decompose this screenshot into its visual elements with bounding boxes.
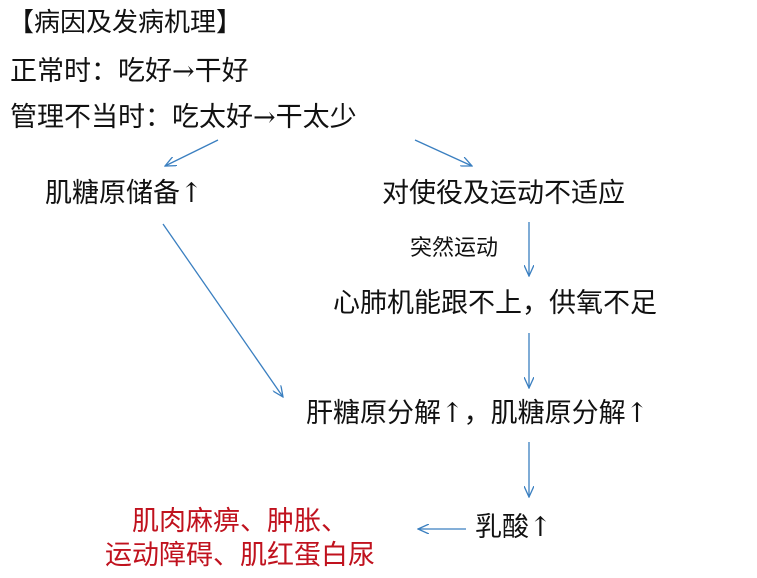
arrow-to-maladaptation <box>414 139 472 166</box>
oxygen-deficit-node: 心肺机能跟不上，供氧不足 <box>333 288 657 319</box>
normal-condition-text: 正常时：吃好→干好 <box>10 56 249 87</box>
glycogenolysis-node: 肝糖原分解↑，肌糖原分解↑ <box>306 398 649 429</box>
glycogen-storage-node: 肌糖原储备↑ <box>45 178 203 209</box>
result-line-2: 运动障碍、肌红蛋白尿 <box>105 540 375 571</box>
maladaptation-node: 对使役及运动不适应 <box>382 178 625 209</box>
lactic-acid-node: 乳酸↑ <box>475 512 552 543</box>
result-node: 肌肉麻痹、肿胀、 运动障碍、肌红蛋白尿 <box>60 505 420 573</box>
mismanagement-condition-text: 管理不当时：吃太好→干太少 <box>10 102 357 133</box>
section-title: 【病因及发病机理】 <box>8 8 243 38</box>
arrow-storage-to-glycogenolysis <box>162 223 283 397</box>
result-line-1: 肌肉麻痹、肿胀、 <box>132 506 348 537</box>
sudden-exercise-label: 突然运动 <box>410 236 499 261</box>
arrow-to-glycogen-storage <box>165 139 219 166</box>
